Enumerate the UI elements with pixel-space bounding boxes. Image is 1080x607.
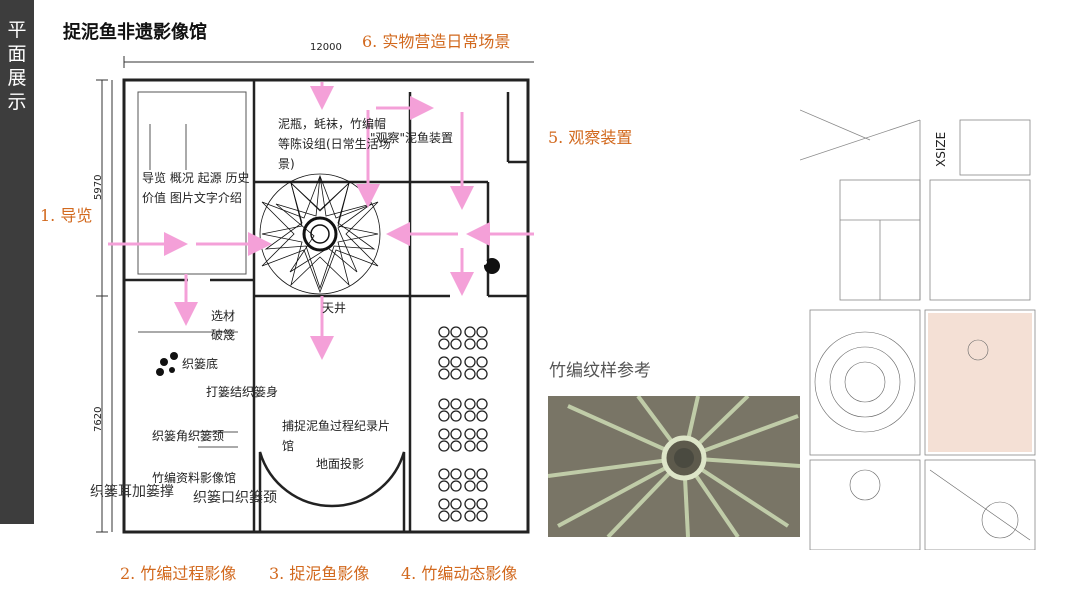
dimension-width: 12000 bbox=[310, 42, 342, 53]
flow-arrow-icon bbox=[108, 82, 534, 360]
room-scene-line2: 等陈设组(日常生活场 bbox=[278, 137, 391, 151]
room-select-line2: 破篾 bbox=[211, 328, 236, 342]
room-intro-line1: 导览 概况 起源 历史 bbox=[142, 171, 250, 185]
room-courtyard: 天井 bbox=[322, 301, 347, 315]
room-observe: "观察"泥鱼装置 bbox=[370, 131, 454, 145]
tree-icon bbox=[481, 258, 500, 274]
room-film-line1: 捕捉泥鱼过程纪录片 bbox=[282, 419, 391, 433]
room-intro-line2: 价值 图片文字介绍 bbox=[142, 191, 242, 205]
label-weaving-dynamic: 4. 竹编动态影像 bbox=[401, 564, 518, 583]
room-floor-projection: 地面投影 bbox=[316, 457, 365, 471]
label-daily-scene: 6. 实物营造日常场景 bbox=[362, 32, 511, 51]
room-archive: 竹编资料影像馆 bbox=[152, 471, 237, 485]
sidebar-title: 平面展示 bbox=[7, 19, 27, 113]
bamboo-star-icon bbox=[259, 173, 381, 295]
room-weave-base: 织篓底 bbox=[182, 357, 219, 371]
room-scene-line1: 泥瓶，蚝袜，竹编帽 bbox=[278, 117, 387, 131]
label-fishing-video: 3. 捉泥鱼影像 bbox=[269, 564, 370, 583]
room-weave-ear: 织篓耳加篓撑 bbox=[90, 484, 174, 500]
label-guide: 1. 导览 bbox=[40, 206, 93, 225]
reference-plans-thumbnail: XSIZE bbox=[800, 100, 1040, 550]
room-weave-mouth: 织篓口织篓颈 bbox=[193, 490, 277, 506]
thumb-brand: XSIZE bbox=[934, 132, 948, 167]
room-weave-body: 打篓结织篓身 bbox=[206, 385, 279, 399]
sidebar: 平面展示 bbox=[0, 0, 34, 524]
plan-title: 捉泥鱼非遗影像馆 bbox=[63, 22, 207, 43]
room-select-line1: 选材 bbox=[211, 309, 236, 323]
weaving-figure-icon bbox=[156, 352, 178, 376]
bamboo-pattern-photo bbox=[548, 396, 800, 537]
label-weaving-process: 2. 竹编过程影像 bbox=[120, 564, 237, 583]
floor-plan bbox=[96, 56, 534, 534]
room-weave-corner: 织篓角织篓颈 bbox=[152, 429, 225, 443]
label-observe-device: 5. 观察装置 bbox=[548, 128, 633, 147]
room-scene-line3: 景) bbox=[278, 157, 295, 171]
reference-title: 竹编纹样参考 bbox=[549, 361, 651, 381]
room-film-line2: 馆 bbox=[282, 439, 295, 453]
chair-cluster-icon bbox=[438, 326, 488, 522]
